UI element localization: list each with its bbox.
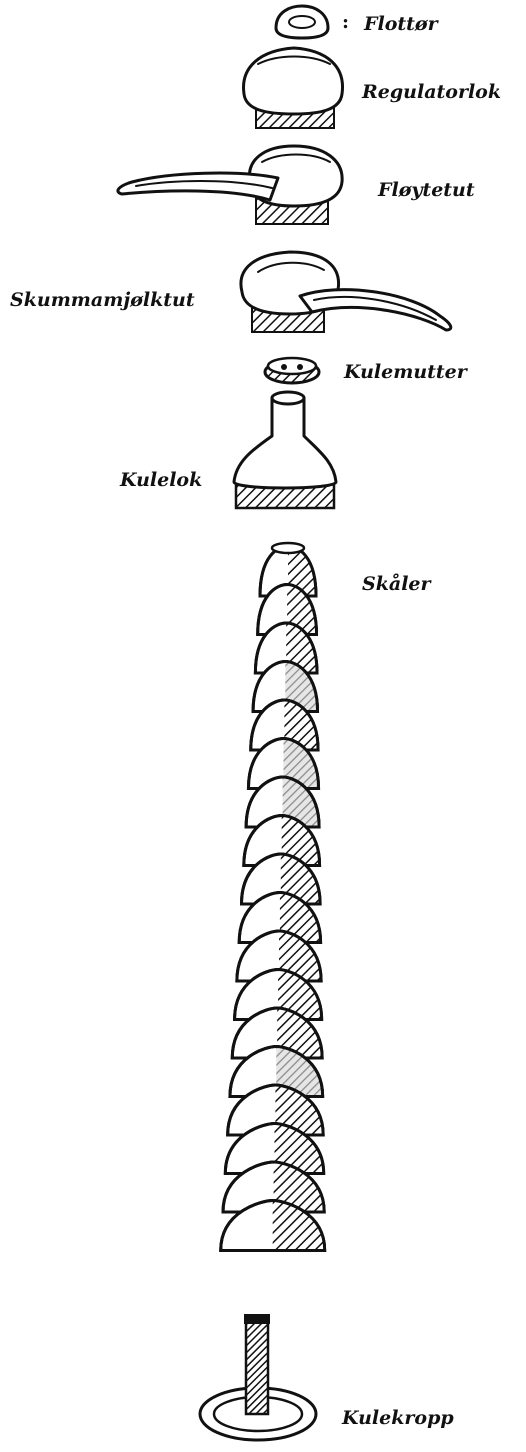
whistle-spout-icon [118,146,342,224]
ball-body-icon [200,1314,316,1440]
ball-nut-label: Kulemutter [343,361,469,383]
ball-body-label: Kulekropp [341,1407,454,1429]
whistle-spout-label: Fløytetut [377,179,475,201]
disc-stack-label: Skåler [362,572,433,595]
float-label-separator: : [342,11,349,33]
disc-stack-icon [221,543,325,1251]
skim-milk-spout-label: Skummamjølktut [10,289,195,311]
ball-lid-label: Kulelok [119,469,202,491]
float-label: Flottør [363,13,440,35]
ball-nut-icon [265,358,319,383]
regulator-lid-icon [244,48,343,128]
regulator-lid-label: Regulatorlok [361,81,501,103]
float-icon [276,6,328,38]
ball-lid-icon [234,392,336,508]
skim-milk-spout-icon [241,252,451,332]
